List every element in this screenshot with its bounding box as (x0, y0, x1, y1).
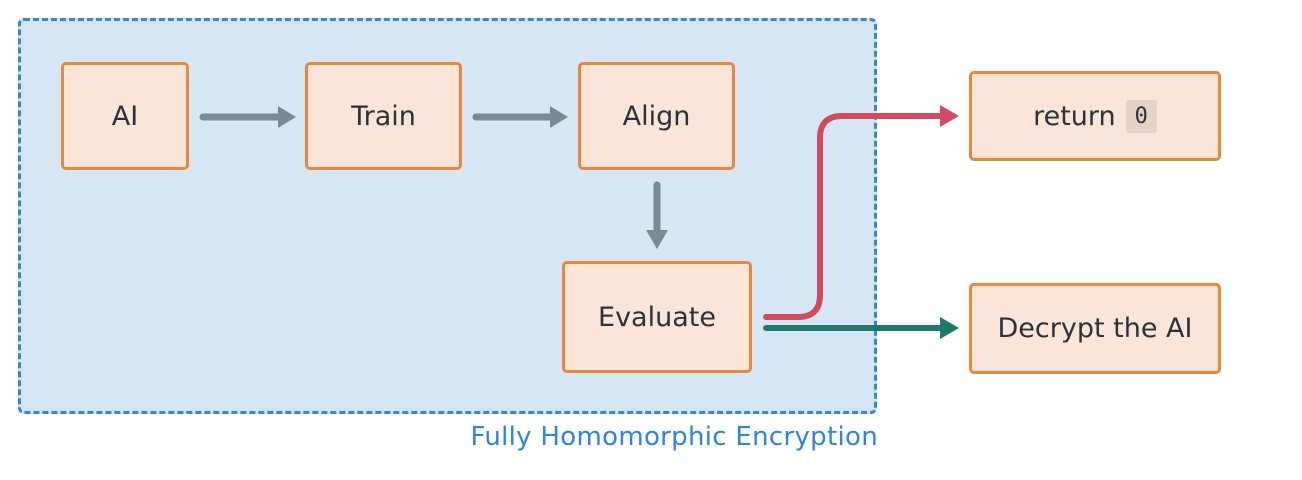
node-align-label: Align (622, 100, 691, 132)
node-evaluate-label: Evaluate (598, 301, 716, 333)
edge-align-evaluate (646, 181, 668, 249)
node-ai: AI (61, 62, 189, 170)
node-return-label: return (1033, 100, 1116, 132)
edge-train-align (472, 106, 568, 128)
node-decrypt: Decrypt the AI (969, 283, 1221, 374)
node-ai-label: AI (111, 100, 139, 132)
node-return: return 0 (969, 71, 1221, 161)
node-train-label: Train (351, 100, 416, 132)
node-return-code: 0 (1125, 99, 1157, 133)
edge-ai-train (199, 106, 296, 128)
node-align: Align (578, 62, 735, 170)
edge-evaluate-decrypt (763, 317, 959, 339)
fhe-region-label: Fully Homomorphic Encryption (470, 422, 878, 452)
edge-evaluate-return (763, 105, 959, 320)
node-train: Train (305, 62, 462, 170)
node-evaluate: Evaluate (562, 261, 752, 373)
node-decrypt-label: Decrypt the AI (997, 313, 1193, 344)
